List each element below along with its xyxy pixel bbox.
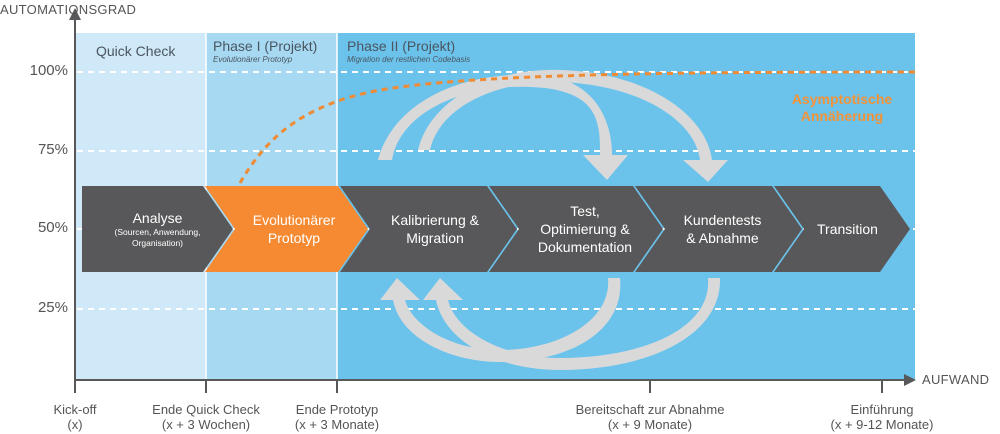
step-title: Optimierung &	[540, 221, 630, 237]
step-title: Migration	[406, 230, 464, 246]
cycle-arrow-bottom-right	[423, 278, 721, 370]
milestone-date: (x)	[67, 417, 83, 432]
y-axis-title: AUTOMATIONSGRAD	[0, 2, 137, 17]
step-title: Test,	[570, 203, 600, 219]
milestone-quick-check: Ende Quick Check (x + 3 Wochen)	[131, 402, 281, 432]
step-analyse-shape	[82, 186, 233, 272]
step-title: Prototyp	[267, 230, 321, 246]
asymptotic-annotation: Asymptotische Annäherung	[772, 91, 912, 125]
milestone-label: Ende Prototyp	[295, 402, 379, 417]
step-title: & Abnahme	[686, 230, 759, 246]
y-tick-label: 25%	[37, 299, 68, 316]
step-prototyp-shape	[205, 186, 368, 272]
milestone-date: (x + 3 Monate)	[294, 417, 380, 432]
step-title: Transition	[817, 221, 878, 237]
step-prototyp: Evolutionärer Prototyp	[230, 186, 358, 272]
step-kundentests-shape	[635, 186, 802, 272]
phase-title: Phase I (Projekt)	[213, 38, 318, 54]
step-analyse: Analyse (Sourcen, Anwendung, Organisatio…	[90, 186, 225, 272]
milestone-date: (x + 3 Wochen)	[161, 417, 251, 432]
milestone-date: (x + 9-12 Monate)	[830, 417, 934, 432]
milestone-abnahme: Bereitschaft zur Abnahme (x + 9 Monate)	[555, 402, 745, 432]
y-tick-label: 75%	[37, 141, 68, 158]
step-kalibrierung-shape	[340, 186, 517, 272]
step-kundentests: Kundentests & Abnahme	[655, 186, 790, 272]
milestone-label: Einführung	[850, 402, 914, 417]
cycle-arrow-bottom-left	[380, 278, 621, 362]
milestone-kick-off: Kick-off (x)	[5, 402, 145, 432]
y-axis-arrowhead	[69, 8, 81, 20]
step-transition-shape	[774, 186, 910, 272]
step-title: Kalibrierung &	[391, 212, 479, 228]
annotation-line: Asymptotische	[791, 91, 893, 107]
step-title: Kundentests	[683, 212, 762, 228]
annotation-line: Annäherung	[800, 108, 884, 124]
x-axis-arrowhead	[904, 374, 916, 386]
milestone-einfuehrung: Einführung (x + 9-12 Monate)	[818, 402, 946, 432]
step-kalibrierung: Kalibrierung & Migration	[365, 186, 505, 272]
y-tick-label: 50%	[37, 219, 68, 236]
x-axis-title: AUFWAND	[922, 372, 990, 387]
phase-title: Phase II (Projekt)	[347, 38, 456, 54]
step-test: Test, Optimierung & Dokumentation	[515, 186, 655, 272]
milestone-label: Ende Quick Check	[152, 402, 260, 417]
cycle-arrow-top-right	[418, 69, 728, 182]
step-title: Dokumentation	[537, 239, 633, 255]
step-test-shape	[489, 186, 663, 272]
phase-title: Quick Check	[96, 43, 176, 59]
cycle-arrow-top-left	[378, 74, 628, 180]
step-subtext: Organisation)	[131, 238, 184, 248]
step-title: Analyse	[132, 210, 183, 226]
milestone-prototyp: Ende Prototyp (x + 3 Monate)	[267, 402, 407, 432]
milestone-label: Kick-off	[53, 402, 97, 417]
asymptotic-curve	[238, 70, 916, 184]
step-title: Evolutionärer	[252, 212, 336, 228]
phase-subtitle: Migration der restlichen Codebasis	[347, 55, 471, 64]
y-tick-label: 100%	[29, 62, 68, 79]
milestone-label: Bereitschaft zur Abnahme	[575, 402, 725, 417]
step-transition: Transition	[795, 186, 900, 272]
phase-subtitle: Evolutionärer Prototyp	[213, 55, 293, 64]
step-subtext: (Sourcen, Anwendung,	[114, 227, 201, 237]
milestone-date: (x + 9 Monate)	[607, 417, 693, 432]
